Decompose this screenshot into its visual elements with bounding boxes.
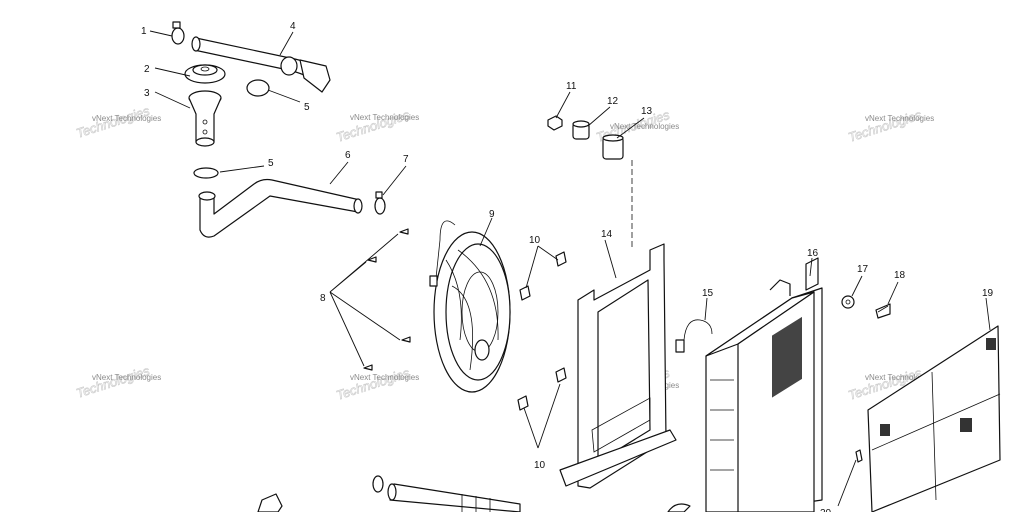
callout-5-upper: 5	[304, 102, 310, 113]
callout-19: 19	[982, 288, 994, 299]
watermark-text: vNext Technologies	[865, 114, 934, 123]
watermark-text: vNext Technologies	[610, 122, 679, 131]
callout-14: 14	[601, 229, 613, 240]
radiator-core-patch	[772, 316, 802, 398]
callout-10-lower: 10	[534, 460, 546, 471]
part-12-grommet	[572, 120, 590, 140]
part-20-fastener	[855, 449, 863, 463]
part-6-lower-hose	[198, 178, 363, 238]
part-18-screw	[875, 303, 891, 319]
callout-9: 9	[489, 209, 495, 220]
part-10-clips	[517, 251, 567, 411]
callout-18: 18	[894, 270, 906, 281]
watermark-text: vNext Technologies	[92, 114, 161, 123]
part-16-radiator	[705, 257, 823, 512]
part-7-clamp	[374, 191, 386, 215]
part-11-nut	[547, 115, 563, 131]
callout-4: 4	[290, 21, 296, 32]
watermark-text: vNext Technologies	[350, 113, 419, 122]
callout-10-upper: 10	[529, 235, 541, 246]
part-5-lower-clamp	[193, 167, 219, 179]
part-3-filler-neck	[188, 90, 222, 147]
callout-17: 17	[857, 264, 869, 275]
callout-16: 16	[807, 248, 819, 259]
watermark-text: vNext Technologies	[350, 373, 419, 382]
callout-7: 7	[403, 154, 409, 165]
callout-13: 13	[641, 106, 653, 117]
callout-2: 2	[144, 64, 150, 75]
callout-5-lower: 5	[268, 158, 274, 169]
callout-15: 15	[702, 288, 714, 299]
watermark-text: vNext Technologies	[865, 373, 934, 382]
callout-11: 11	[566, 81, 577, 92]
part-9-fan	[429, 220, 511, 393]
leader-lines	[149, 30, 991, 507]
callout-12: 12	[607, 96, 619, 107]
svg-text:Technologies: Technologies	[334, 365, 412, 403]
part-13-spacer	[602, 134, 624, 160]
part-19-screen	[867, 325, 1001, 512]
callout-3: 3	[144, 88, 150, 99]
part-4-upper-hose	[191, 36, 331, 93]
callout-labels: 1 4 2 3 5 5 6 7 8 9 10 10 11 12 13 14 15…	[141, 21, 994, 512]
part-14-fan-shroud	[559, 243, 677, 489]
svg-text:Technologies: Technologies	[846, 107, 924, 145]
part-15-sensor	[675, 319, 713, 353]
part-17-washer	[841, 295, 855, 309]
part-2-radiator-cap	[184, 64, 226, 84]
watermark-text: vNext Technologies	[92, 373, 161, 382]
callout-20: 20	[820, 508, 832, 512]
part-1-clamp	[171, 21, 185, 45]
callout-8: 8	[320, 293, 326, 304]
callout-6: 6	[345, 150, 351, 161]
part-8-bolts	[363, 228, 411, 371]
callout-1: 1	[141, 26, 147, 37]
bottom-hose-partial	[257, 475, 691, 512]
part-5-clamp-ring	[246, 79, 270, 97]
